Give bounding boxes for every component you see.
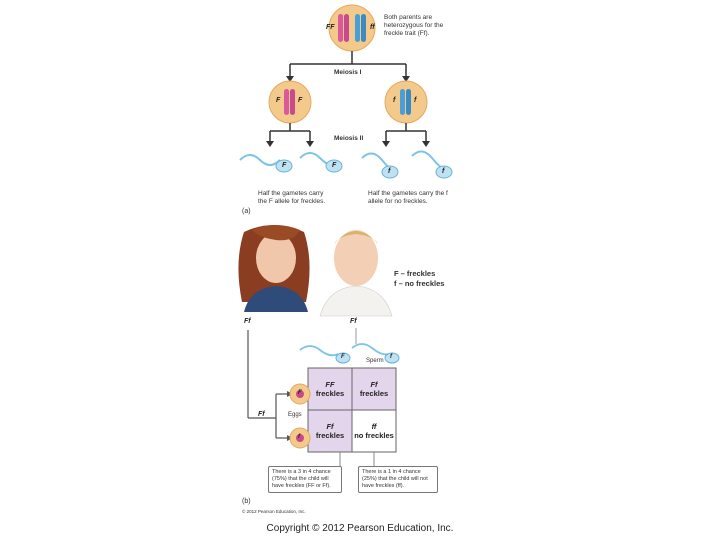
sperm-allele-b1: F — [341, 354, 345, 360]
key-no-freckles: f – no freckles — [394, 279, 445, 288]
father-genotype: Ff — [350, 318, 357, 325]
meiosis-2-label: Meiosis II — [334, 135, 364, 142]
cell1-right-label: F — [298, 97, 303, 104]
key-freckles: F – freckles — [394, 269, 436, 278]
parent-genotype-right: ff — [370, 24, 375, 31]
punnett-grid — [307, 367, 397, 453]
woman-photo — [238, 225, 310, 312]
parent-cell — [328, 4, 376, 52]
man-photo — [319, 230, 393, 317]
part-b-label: (b) — [242, 498, 251, 505]
sperm-allele-b2: f — [390, 354, 392, 360]
mother-genotype: Ff — [244, 318, 251, 325]
punnett-genotype: Ff — [370, 380, 378, 389]
punnett-genotype: Ff — [326, 422, 334, 431]
small-copyright: © 2012 Pearson Education, Inc. — [242, 509, 306, 514]
part-a-label: (a) — [242, 208, 251, 215]
parent-genotype-left: FF — [326, 24, 335, 31]
cell2-right-label: f — [414, 97, 417, 104]
parent-note: Both parents are heterozygous for the fr… — [384, 14, 444, 37]
egg-allele-2: f — [298, 434, 300, 440]
footer-copyright: Copyright © 2012 Pearson Education, Inc. — [266, 523, 454, 534]
sperm-allele-3: f — [388, 168, 391, 175]
sperm-allele-2: F — [332, 162, 337, 169]
eggs-label: Eggs — [288, 411, 302, 419]
half-F-note: Half the gametes carry the F allele for … — [258, 190, 326, 205]
parent-chromosomes — [338, 14, 366, 42]
sperm-b — [299, 343, 400, 364]
half-f-note: Half the gametes carry the f allele for … — [368, 190, 448, 205]
mother-genotype-side: Ff — [258, 411, 265, 418]
punnett-phenotype: freckles — [359, 389, 389, 398]
punnett-phenotype: freckles — [315, 431, 345, 440]
note-three-in-four: There is a 3 in 4 chance (75%) that the … — [268, 466, 342, 493]
sperm-label: Sperm — [366, 358, 384, 364]
note-one-in-four: There is a 1 in 4 chance (25%) that the … — [358, 466, 438, 493]
punnett-genotype: FF — [325, 380, 335, 389]
punnett-phenotype: freckles — [315, 389, 345, 398]
sperm-allele-1: F — [282, 162, 287, 169]
cell2-left-label: f — [393, 97, 396, 104]
egg-allele-1: F — [298, 390, 302, 396]
punnett-cell-Ff-bottom: Ff freckles — [308, 410, 352, 452]
sperm-allele-4: f — [442, 168, 445, 175]
punnett-phenotype: no freckles — [354, 431, 394, 440]
sperm-group — [239, 150, 453, 179]
punnett-cell-FF: FF freckles — [308, 368, 352, 410]
punnett-genotype: ff — [371, 422, 377, 431]
meiosis-1-label: Meiosis I — [334, 69, 362, 76]
cell1-left-label: F — [276, 97, 281, 104]
punnett-cell-ff: ff no freckles — [352, 410, 396, 452]
punnett-cell-Ff-top: Ff freckles — [352, 368, 396, 410]
